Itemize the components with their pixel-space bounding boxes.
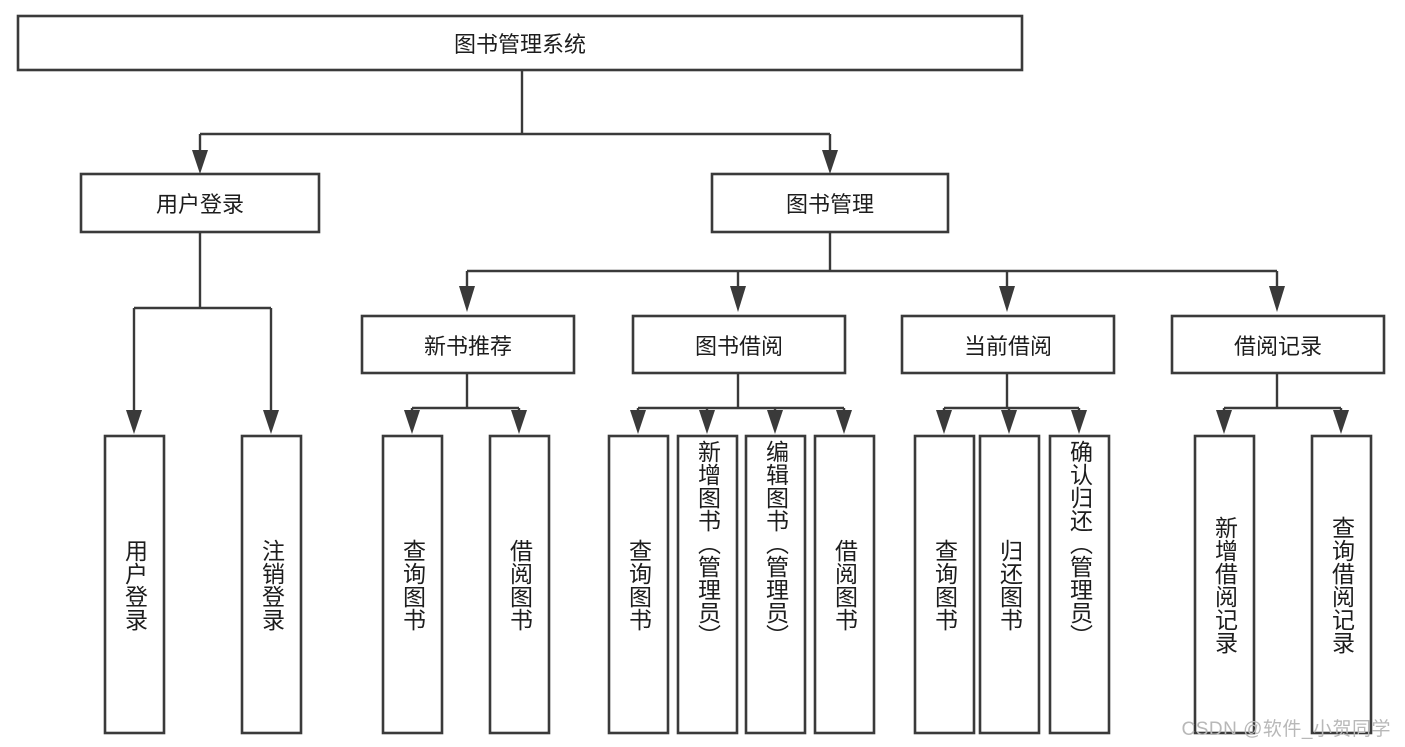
node-borrow-record[interactable] (1170, 314, 1386, 375)
node-leaf-add-book[interactable] (676, 434, 739, 735)
arrowhead-leaf-logout-login (263, 410, 279, 434)
arrowhead-book-management (822, 150, 838, 174)
arrowhead-leaf-query-book-3 (936, 410, 952, 434)
arrowhead-leaf-query-book-2 (630, 410, 646, 434)
arrowhead-user-login (192, 150, 208, 174)
node-new-book-recommend[interactable] (360, 314, 576, 375)
arrowhead-leaf-query-record (1333, 410, 1349, 434)
node-leaf-borrow-book-1[interactable] (488, 434, 551, 735)
arrowhead-current-borrow (999, 286, 1015, 312)
node-user-login[interactable] (79, 172, 321, 234)
node-leaf-query-book-3[interactable] (913, 434, 976, 735)
arrowhead-leaf-add-record (1216, 410, 1232, 434)
node-book-management[interactable] (710, 172, 950, 234)
node-leaf-logout-login[interactable] (240, 434, 303, 735)
arrowhead-leaf-add-book (699, 410, 715, 434)
node-leaf-user-login[interactable] (103, 434, 166, 735)
node-leaf-query-record[interactable] (1310, 434, 1373, 735)
node-leaf-confirm-return[interactable] (1048, 434, 1111, 735)
node-root[interactable] (16, 14, 1024, 72)
arrowhead-leaf-return-book (1001, 410, 1017, 434)
arrowhead-leaf-borrow-book-2 (836, 410, 852, 434)
node-layer (16, 14, 1386, 735)
node-leaf-add-record[interactable] (1193, 434, 1256, 735)
node-book-borrow[interactable] (631, 314, 847, 375)
node-leaf-borrow-book-2[interactable] (813, 434, 876, 735)
arrowhead-leaf-query-book-1 (404, 410, 420, 434)
arrowhead-borrow-record (1269, 286, 1285, 312)
node-leaf-query-book-2[interactable] (607, 434, 670, 735)
arrowhead-leaf-borrow-book-1 (511, 410, 527, 434)
arrowhead-leaf-confirm-return (1071, 410, 1087, 434)
node-current-borrow[interactable] (900, 314, 1116, 375)
arrowhead-new-book-recommend (459, 286, 475, 312)
node-leaf-edit-book[interactable] (744, 434, 807, 735)
arrowhead-book-borrow (730, 286, 746, 312)
node-leaf-return-book[interactable] (978, 434, 1041, 735)
arrowhead-leaf-edit-book (767, 410, 783, 434)
connector-layer (126, 70, 1349, 434)
node-leaf-query-book-1[interactable] (381, 434, 444, 735)
arrowhead-leaf-user-login (126, 410, 142, 434)
